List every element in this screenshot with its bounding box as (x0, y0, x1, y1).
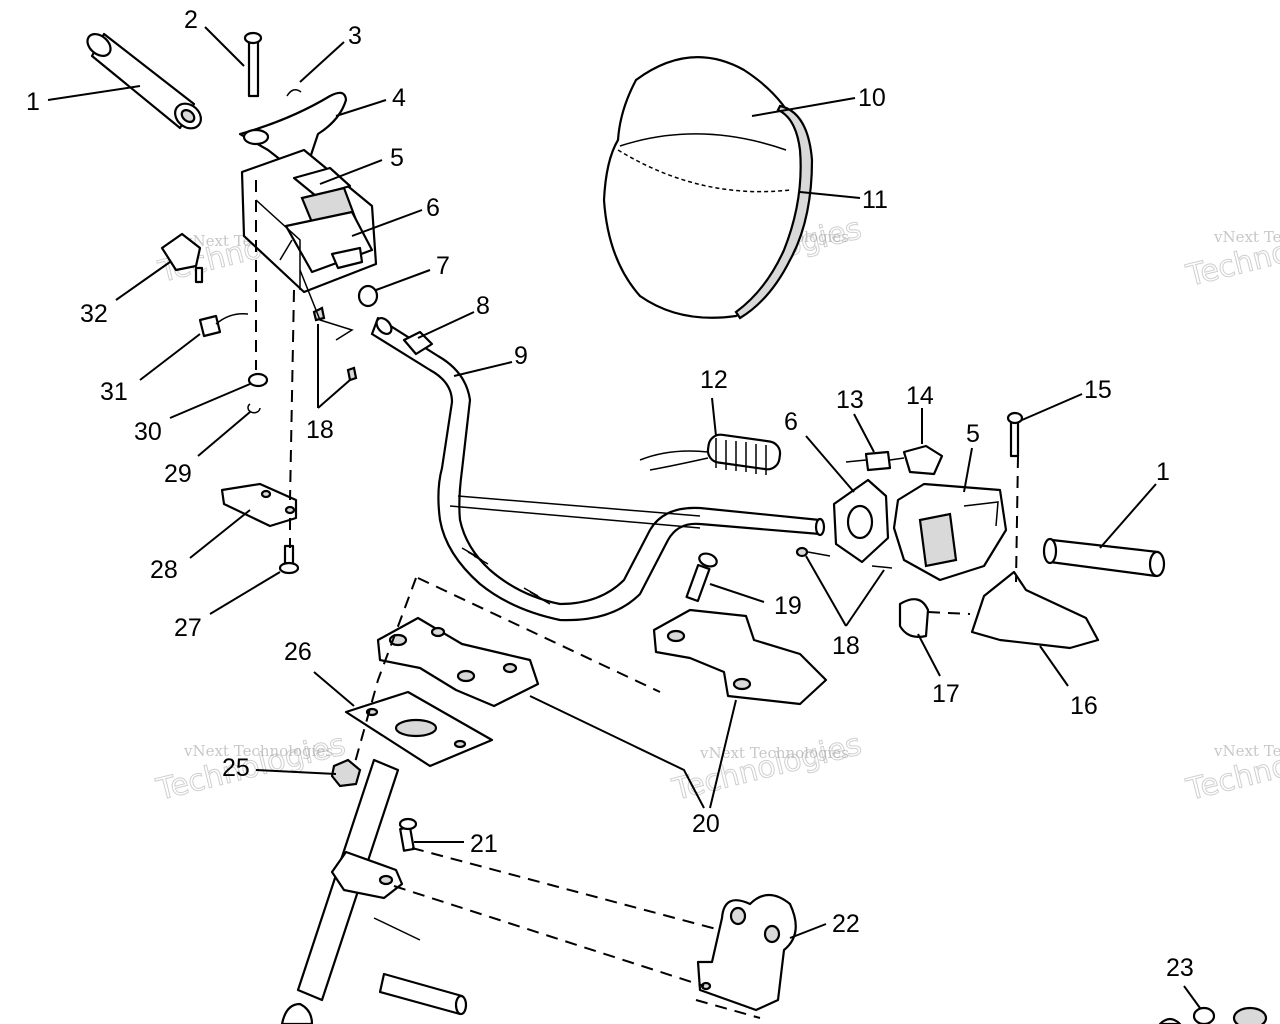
callout-label: 21 (470, 830, 498, 858)
callout-labels: 1 2 3 4 5 6 7 8 9 10 11 12 13 14 15 6 5 … (26, 6, 1194, 982)
callout-label: 25 (222, 754, 250, 782)
steering-mount-bracket (696, 893, 797, 1012)
throttle-lever (970, 570, 1100, 650)
post-bracket (330, 850, 404, 900)
leader-lines (47, 26, 1201, 1009)
handlebar-clamp-right (652, 608, 828, 706)
clip (286, 89, 302, 97)
callout-label: 3 (348, 22, 362, 50)
callout-label: 17 (932, 680, 960, 708)
screw-27 (278, 544, 300, 575)
watermark-text: vNext Technologies (183, 742, 333, 760)
clamp-bolt (685, 552, 718, 603)
callout-label: 31 (100, 378, 128, 406)
retaining-clip (898, 598, 930, 638)
callout-label: 15 (1084, 376, 1112, 404)
grommet (357, 284, 379, 308)
callout-label: 27 (174, 614, 202, 642)
callout-label: 19 (774, 592, 802, 620)
callout-label: 14 (906, 382, 934, 410)
lower-tube (378, 972, 464, 1016)
callout-label: 11 (862, 186, 888, 214)
kill-switch-connector (864, 450, 892, 472)
callout-label: 29 (164, 460, 192, 488)
callout-label: 1 (26, 88, 40, 116)
right-grip (1042, 537, 1166, 578)
callout-label: 12 (700, 366, 728, 394)
watermark-text: vNext Technologies (1213, 228, 1280, 246)
callout-label: 16 (1070, 692, 1098, 720)
handlebar-pad (602, 56, 814, 320)
callout-label: 28 (150, 556, 178, 584)
callout-label: 26 (284, 638, 312, 666)
callout-label: 18 (306, 416, 334, 444)
set-screw (346, 366, 358, 382)
assembly-lines (255, 180, 1019, 1019)
kill-switch-button (902, 444, 944, 476)
watermark-large: Technologies (152, 727, 348, 808)
e-clip (247, 403, 261, 414)
brake-lever (238, 91, 348, 166)
callout-label: 23 (1166, 954, 1194, 982)
callout-label: 32 (80, 300, 108, 328)
parts-artwork (86, 31, 1268, 1024)
screw-21 (398, 817, 418, 852)
callout-label: 4 (392, 84, 406, 112)
callout-label: 5 (390, 144, 404, 172)
callout-label: 9 (514, 342, 528, 370)
pivot-pin (243, 31, 263, 98)
callout-label: 20 (692, 810, 720, 838)
bar-clamp (402, 330, 434, 356)
washer (247, 372, 269, 388)
switch-housing-right (892, 482, 1008, 582)
watermark-text: vNext Technologies (1213, 742, 1280, 760)
throttle-housing-left (240, 148, 378, 294)
callout-label: 10 (858, 84, 886, 112)
nut (330, 758, 362, 788)
callout-label: 5 (966, 420, 980, 448)
callout-label: 6 (784, 408, 798, 436)
watermark-text: vNext Technologies (699, 744, 849, 762)
brake-switch (160, 232, 202, 272)
screw-15 (1006, 411, 1024, 458)
callout-label: 7 (436, 252, 450, 280)
callout-label: 22 (832, 910, 860, 938)
handlebar-clamp-left (376, 616, 540, 708)
steering-plate (344, 690, 494, 768)
watermark-large: Technologies (1182, 213, 1280, 294)
steering-ball-joint (1158, 1006, 1268, 1024)
callout-label: 30 (134, 418, 162, 446)
callout-label: 13 (836, 386, 864, 414)
callout-label: 2 (184, 6, 198, 34)
watermark-large: Technologies (1182, 727, 1280, 808)
callout-label: 8 (476, 292, 490, 320)
switch-cap (198, 314, 222, 338)
callout-label: 1 (1156, 458, 1170, 486)
throttle-cable-spring (639, 433, 782, 475)
callout-label: 6 (426, 194, 440, 222)
lever-bracket (220, 482, 298, 528)
callout-label: 18 (832, 632, 860, 660)
left-grip (86, 32, 202, 130)
